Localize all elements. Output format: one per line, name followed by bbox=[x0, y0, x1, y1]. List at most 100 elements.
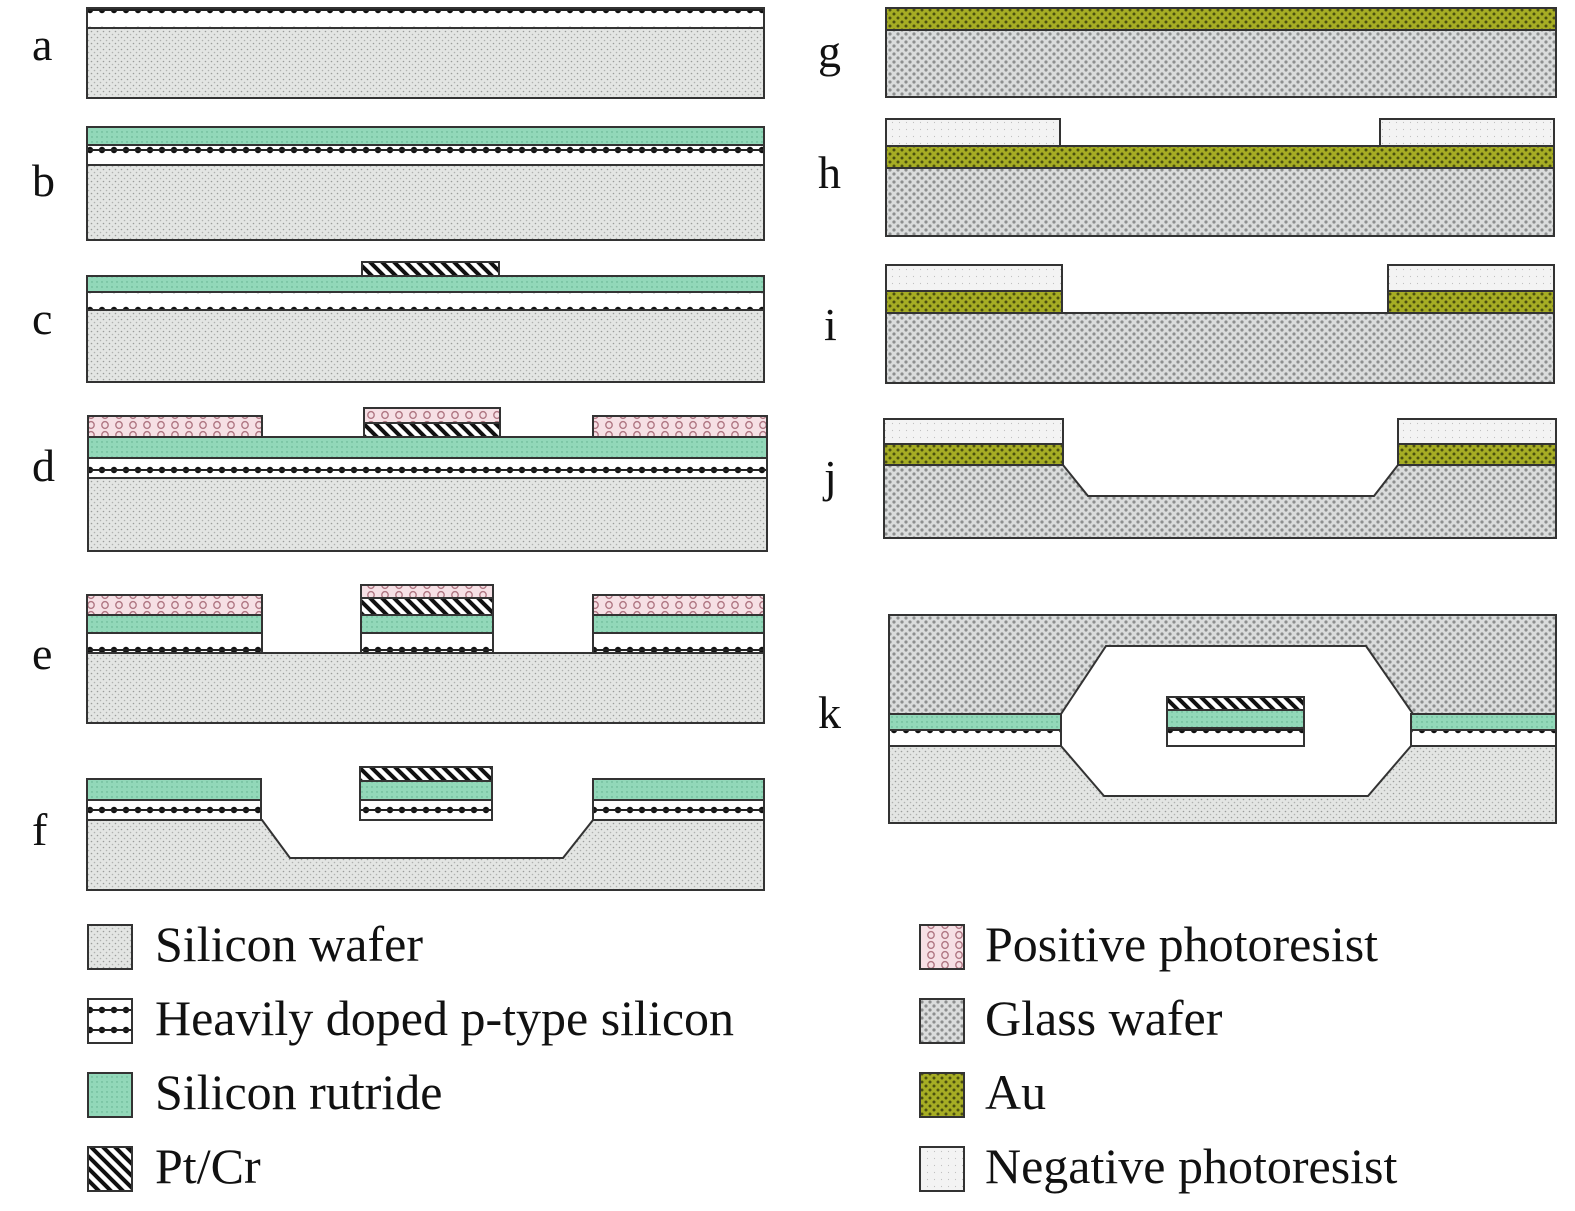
au-layer bbox=[885, 145, 1555, 169]
au-layer-left bbox=[883, 443, 1064, 466]
negative-photoresist-swatch bbox=[919, 1146, 965, 1192]
au-layer-left bbox=[885, 290, 1063, 314]
silicon-nitride-layer bbox=[86, 126, 765, 146]
negative-photoresist-left bbox=[885, 118, 1061, 147]
doped-silicon-layer bbox=[86, 7, 765, 29]
step-a-cross-section bbox=[86, 7, 765, 99]
legend-item-glass-wafer: Glass wafer bbox=[919, 990, 1223, 1046]
legend-label: Glass wafer bbox=[985, 990, 1223, 1046]
silicon-wafer-layer bbox=[86, 309, 765, 383]
doped-silicon-layer bbox=[359, 799, 493, 821]
positive-photoresist-center bbox=[363, 407, 501, 424]
step-label-f: f bbox=[32, 804, 48, 855]
step-label-d: d bbox=[32, 440, 55, 491]
doped-silicon-layer bbox=[592, 799, 765, 821]
silicon-nitride-layer bbox=[360, 614, 494, 634]
doped-silicon-layer bbox=[86, 799, 262, 821]
step-e-cross-section bbox=[86, 584, 765, 724]
etched-silicon-wafer bbox=[888, 745, 1557, 824]
positive-photoresist-right bbox=[592, 594, 765, 616]
step-label-j: j bbox=[822, 451, 837, 502]
silicon-nitride-layer bbox=[86, 778, 262, 801]
legend-label: Au bbox=[985, 1064, 1046, 1120]
negative-photoresist-left bbox=[885, 264, 1063, 292]
silicon-nitride-swatch bbox=[87, 1072, 133, 1118]
etched-silicon-wafer bbox=[86, 819, 765, 891]
silicon-nitride-layer bbox=[86, 614, 263, 634]
legend-label: Silicon wafer bbox=[155, 916, 423, 972]
negative-photoresist-right bbox=[1387, 264, 1555, 292]
legend-label: Negative photoresist bbox=[985, 1138, 1398, 1194]
glass-wafer-layer bbox=[885, 29, 1557, 98]
glass-wafer-layer bbox=[885, 312, 1555, 384]
legend-item-pt-cr: Pt/Cr bbox=[87, 1138, 261, 1194]
step-k-cross-section bbox=[888, 614, 1557, 824]
negative-photoresist-left bbox=[883, 418, 1064, 445]
doped-silicon-layer bbox=[360, 632, 494, 654]
silicon-nitride-left bbox=[888, 713, 1062, 731]
legend-item-silicon-wafer: Silicon wafer bbox=[87, 916, 423, 972]
step-label-g: g bbox=[818, 26, 841, 77]
positive-photoresist-center bbox=[360, 584, 494, 599]
silicon-nitride-layer bbox=[86, 275, 765, 293]
negative-photoresist-right bbox=[1397, 418, 1557, 445]
silicon-nitride-layer bbox=[592, 614, 765, 634]
negative-photoresist-right bbox=[1379, 118, 1555, 147]
legend-item-doped-silicon: Heavily doped p-type silicon bbox=[87, 990, 734, 1046]
au-swatch bbox=[919, 1072, 965, 1118]
positive-photoresist-left bbox=[87, 415, 263, 438]
legend-item-negative-photoresist: Negative photoresist bbox=[919, 1138, 1398, 1194]
pt-cr-layer bbox=[360, 597, 494, 616]
pt-cr-layer bbox=[363, 422, 501, 438]
silicon-wafer-layer bbox=[86, 164, 765, 241]
silicon-nitride-right bbox=[1410, 713, 1557, 731]
step-label-i: i bbox=[824, 299, 837, 350]
glass-wafer-swatch bbox=[919, 998, 965, 1044]
step-label-b: b bbox=[32, 155, 55, 206]
doped-silicon-swatch bbox=[87, 998, 133, 1044]
step-h-cross-section bbox=[885, 118, 1555, 237]
legend-item-positive-photoresist: Positive photoresist bbox=[919, 916, 1378, 972]
etched-glass-wafer bbox=[883, 464, 1557, 539]
positive-photoresist-left bbox=[86, 594, 263, 616]
silicon-nitride-layer bbox=[592, 778, 765, 801]
doped-silicon-left bbox=[888, 729, 1062, 747]
silicon-wafer-swatch bbox=[87, 924, 133, 970]
silicon-nitride-center bbox=[1166, 709, 1305, 729]
step-g-cross-section bbox=[885, 7, 1557, 98]
silicon-wafer-layer bbox=[86, 27, 765, 99]
silicon-wafer-layer bbox=[86, 652, 765, 724]
silicon-nitride-layer bbox=[87, 436, 768, 459]
silicon-nitride-layer bbox=[359, 780, 493, 801]
step-b-cross-section bbox=[86, 126, 765, 241]
step-label-k: k bbox=[818, 687, 841, 738]
step-label-h: h bbox=[818, 147, 841, 198]
pt-cr-layer bbox=[359, 766, 493, 782]
doped-silicon-layer bbox=[86, 144, 765, 166]
pt-cr-layer bbox=[361, 261, 500, 277]
step-j-cross-section bbox=[883, 418, 1557, 539]
step-i-cross-section bbox=[885, 264, 1555, 384]
pt-cr-swatch bbox=[87, 1146, 133, 1192]
au-layer-right bbox=[1397, 443, 1557, 466]
au-layer-right bbox=[1387, 290, 1555, 314]
legend-label: Silicon rutride bbox=[155, 1064, 442, 1120]
pt-cr-layer bbox=[1166, 696, 1305, 711]
step-label-c: c bbox=[32, 293, 52, 344]
au-layer bbox=[885, 7, 1557, 31]
doped-silicon-right bbox=[1410, 729, 1557, 747]
step-c-cross-section bbox=[86, 261, 765, 383]
step-f-cross-section bbox=[86, 766, 765, 891]
glass-wafer-layer bbox=[885, 167, 1555, 237]
step-label-a: a bbox=[32, 19, 52, 70]
legend-item-silicon-nitride: Silicon rutride bbox=[87, 1064, 442, 1120]
legend-label: Positive photoresist bbox=[985, 916, 1378, 972]
positive-photoresist-right bbox=[592, 415, 768, 438]
doped-silicon-layer bbox=[86, 291, 765, 311]
step-d-cross-section bbox=[87, 407, 768, 552]
legend: Silicon wafer Heavily doped p-type silic… bbox=[87, 916, 1398, 1194]
legend-label: Heavily doped p-type silicon bbox=[155, 990, 734, 1046]
legend-item-au: Au bbox=[919, 1064, 1046, 1120]
positive-photoresist-swatch bbox=[919, 924, 965, 970]
